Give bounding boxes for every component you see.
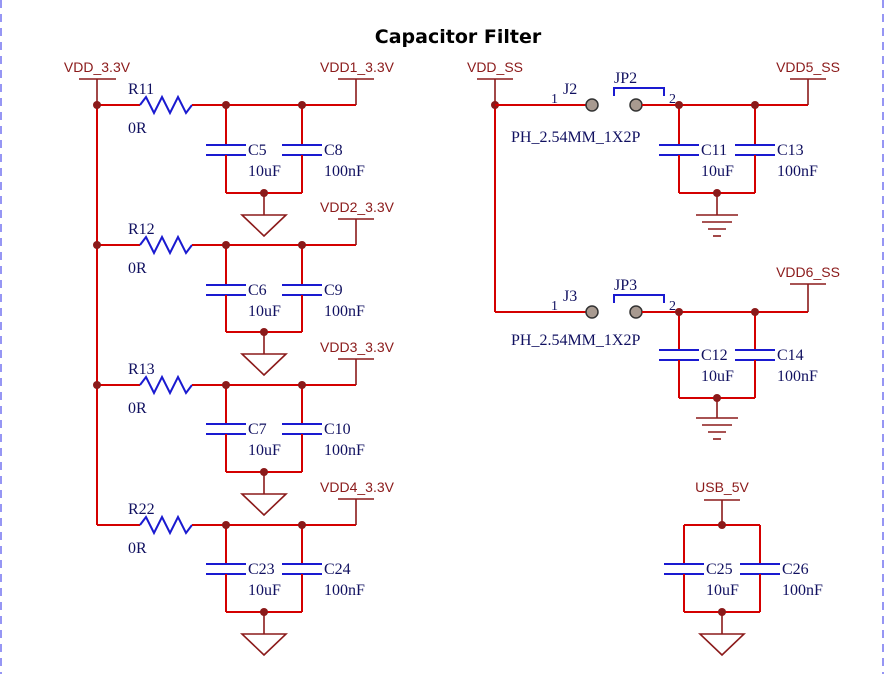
capacitor-c24 (282, 563, 322, 575)
capacitor-ref: C23 (248, 561, 275, 578)
jumper-cap-ref: JP2 (614, 70, 637, 87)
capacitor-value: 10uF (248, 163, 281, 180)
capacitor-value: 10uF (248, 582, 281, 599)
capacitor-ref: C12 (701, 347, 728, 364)
jumper-pin-2 (629, 98, 643, 112)
capacitor-value: 10uF (701, 163, 734, 180)
capacitor-value: 10uF (248, 303, 281, 320)
resistor-ref: R12 (128, 221, 155, 238)
capacitor-value: 100nF (324, 442, 365, 459)
capacitor-ref: C8 (324, 142, 343, 159)
pin-number: 2 (669, 92, 676, 107)
capacitor-c5 (206, 144, 246, 156)
jumper-ref: J3 (563, 288, 577, 305)
filter-stage-vdd1: VDD1_3.3V R11 0R C5 10uF C8 100nF (93, 59, 395, 238)
capacitor-c14 (735, 349, 775, 361)
capacitor-c7 (206, 423, 246, 435)
net-label-usb-5v: USB_5V (695, 479, 749, 495)
capacitor-ref: C25 (706, 561, 733, 578)
capacitor-c8 (282, 144, 322, 156)
resistor-r13 (139, 374, 193, 396)
capacitor-ref: C10 (324, 421, 351, 438)
capacitor-value: 100nF (782, 582, 823, 599)
jumper-pin-1 (585, 98, 599, 112)
resistor-r11 (139, 94, 193, 116)
capacitor-value: 100nF (324, 582, 365, 599)
filter-stage-vdd2: VDD2_3.3V R12 0R C6 10uF C9 100nF (93, 199, 395, 377)
vdd-3v3-power-port: VDD_3.3V (64, 59, 131, 105)
resistor-value: 0R (128, 260, 147, 277)
capacitor-ref: C13 (777, 142, 804, 159)
net-label-vdd6: VDD6_SS (776, 264, 840, 280)
capacitor-ref: C24 (324, 561, 351, 578)
resistor-ref: R13 (128, 361, 155, 378)
capacitor-c9 (282, 284, 322, 296)
capacitor-ref: C5 (248, 142, 267, 159)
ground-symbol (240, 633, 288, 657)
capacitor-ref: C9 (324, 282, 343, 299)
filter-stage-usb-5v: USB_5V C25 10uF C26 100nF (664, 479, 823, 657)
jumper-pin-2 (629, 305, 643, 319)
net-label-vdd-ss: VDD_SS (467, 59, 523, 75)
filter-stage-vdd4: VDD4_3.3V R22 0R C23 10uF C24 100nF (97, 479, 395, 657)
ground-symbol (696, 417, 738, 440)
resistor-ref: R11 (128, 81, 154, 98)
resistor-ref: R22 (128, 501, 155, 518)
capacitor-ref: C6 (248, 282, 267, 299)
net-label-vdd3: VDD3_3.3V (320, 339, 395, 355)
pin-number: 1 (551, 299, 558, 314)
jumper-stage-vdd6: VDD6_SS 1 2 J3 JP3 PH_2.54MM_1X2P C12 10… (495, 264, 840, 440)
resistor-value: 0R (128, 400, 147, 417)
net-label-vdd5: VDD5_SS (776, 59, 840, 75)
ground-symbol (240, 493, 288, 517)
capacitor-c6 (206, 284, 246, 296)
ground-symbol (698, 633, 746, 657)
capacitor-value: 10uF (248, 442, 281, 459)
capacitor-c12 (659, 349, 699, 361)
resistor-value: 0R (128, 540, 147, 557)
vdd-ss-power-port: VDD_SS (467, 59, 523, 105)
pin-number: 1 (551, 92, 558, 107)
jumper-cap-ref: JP3 (614, 277, 637, 294)
capacitor-c23 (206, 563, 246, 575)
capacitor-value: 100nF (777, 368, 818, 385)
net-label-vdd-3v3: VDD_3.3V (64, 59, 131, 75)
capacitor-ref: C7 (248, 421, 267, 438)
capacitor-value: 10uF (706, 582, 739, 599)
pin-number: 2 (669, 299, 676, 314)
filter-stage-vdd3: VDD3_3.3V R13 0R C7 10uF C10 100nF (93, 339, 395, 517)
capacitor-c13 (735, 144, 775, 156)
sheet-title: Capacitor Filter (375, 26, 542, 48)
net-label-vdd1: VDD1_3.3V (320, 59, 395, 75)
jumper-footprint: PH_2.54MM_1X2P (511, 332, 640, 349)
capacitor-value: 100nF (324, 163, 365, 180)
capacitor-value: 100nF (777, 163, 818, 180)
resistor-r12 (139, 234, 193, 256)
net-label-vdd2: VDD2_3.3V (320, 199, 395, 215)
resistor-r22 (139, 514, 193, 536)
ground-symbol (696, 214, 738, 237)
resistor-value: 0R (128, 120, 147, 137)
ground-symbol (240, 214, 288, 238)
capacitor-c11 (659, 144, 699, 156)
ground-symbol (240, 353, 288, 377)
capacitor-c26 (740, 563, 780, 575)
jumper-ref: J2 (563, 81, 577, 98)
jumper-stage-vdd5: VDD5_SS 1 2 J2 JP2 PH_2.54MM_1X2P C11 10… (495, 59, 840, 237)
jumper-cap-jp2 (613, 87, 665, 96)
capacitor-c10 (282, 423, 322, 435)
capacitor-ref: C26 (782, 561, 809, 578)
capacitor-value: 10uF (701, 368, 734, 385)
net-label-vdd4: VDD4_3.3V (320, 479, 395, 495)
capacitor-ref: C14 (777, 347, 804, 364)
jumper-cap-jp3 (613, 294, 665, 303)
capacitor-value: 100nF (324, 303, 365, 320)
capacitor-ref: C11 (701, 142, 727, 159)
capacitor-c25 (664, 563, 704, 575)
jumper-footprint: PH_2.54MM_1X2P (511, 129, 640, 146)
jumper-pin-1 (585, 305, 599, 319)
